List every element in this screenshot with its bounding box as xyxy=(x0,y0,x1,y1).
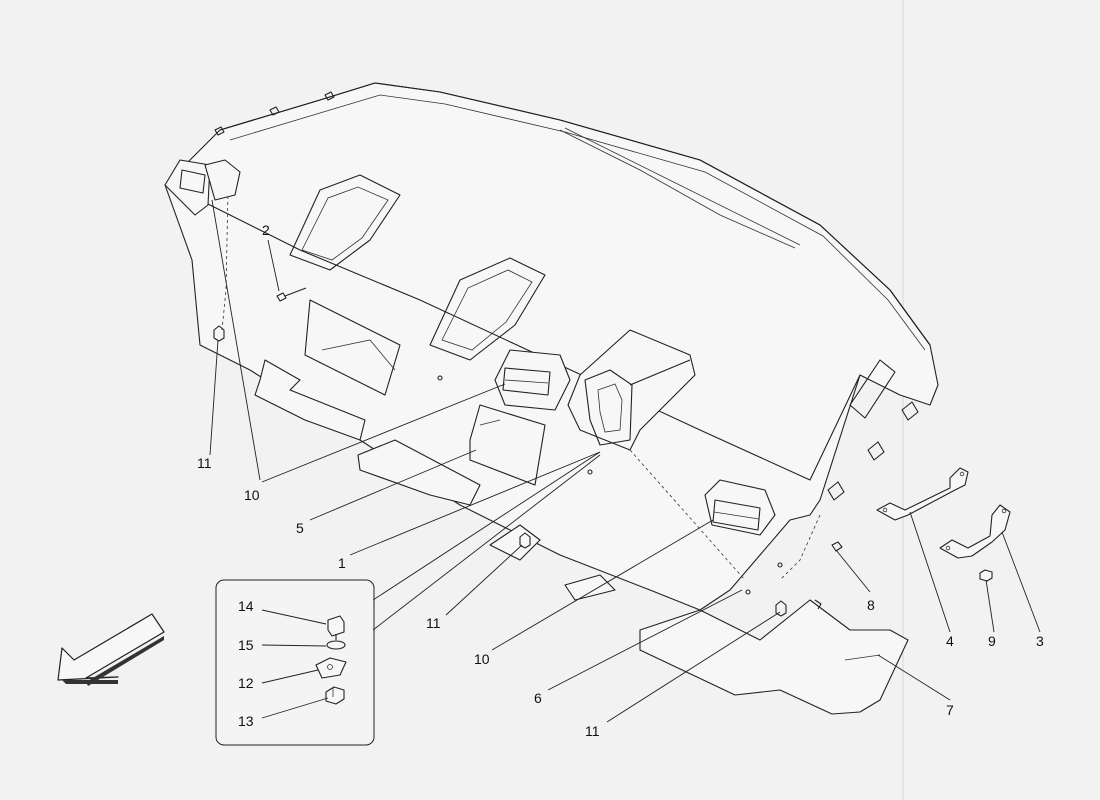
seat-belt-guide-right xyxy=(704,479,776,536)
clip-part-8 xyxy=(831,541,843,552)
callout-labels: 11 2 10 5 1 11 10 6 11 8 4 9 3 7 14 15 1… xyxy=(197,222,1044,739)
callout-6: 6 xyxy=(534,690,542,706)
seat-belt-guide-center xyxy=(494,349,571,411)
callout-4: 4 xyxy=(946,633,954,649)
callout-11-center: 11 xyxy=(426,615,441,631)
callout-5: 5 xyxy=(296,520,304,536)
callout-9: 9 xyxy=(988,633,996,649)
screw-part-2 xyxy=(276,287,307,302)
callout-8: 8 xyxy=(867,597,875,613)
side-inserts xyxy=(254,359,909,715)
callout-15: 15 xyxy=(238,637,254,653)
nut-part-9 xyxy=(979,569,993,582)
bracket-part-3 xyxy=(939,504,1011,559)
clip-fasteners xyxy=(213,325,787,617)
callout-11-left: 11 xyxy=(197,455,212,471)
callout-3: 3 xyxy=(1036,633,1044,649)
callout-2: 2 xyxy=(262,222,270,238)
callout-14: 14 xyxy=(238,598,254,614)
parcel-shelf-panel xyxy=(164,82,939,611)
callout-1: 1 xyxy=(338,555,346,571)
callout-10-left: 10 xyxy=(244,487,260,503)
bracket-part-4 xyxy=(876,467,969,521)
shelf-openings xyxy=(289,174,546,396)
callout-11-right: 11 xyxy=(585,723,600,739)
callout-10-right: 10 xyxy=(474,651,490,667)
detail-inset xyxy=(215,579,375,746)
front-direction-arrow-icon xyxy=(57,613,165,686)
leader-lines xyxy=(209,199,1041,723)
seat-belt-guide-left xyxy=(164,159,241,216)
center-cover xyxy=(567,329,696,451)
callout-7: 7 xyxy=(946,702,954,718)
callout-12: 12 xyxy=(238,675,254,691)
callout-13: 13 xyxy=(238,713,254,729)
